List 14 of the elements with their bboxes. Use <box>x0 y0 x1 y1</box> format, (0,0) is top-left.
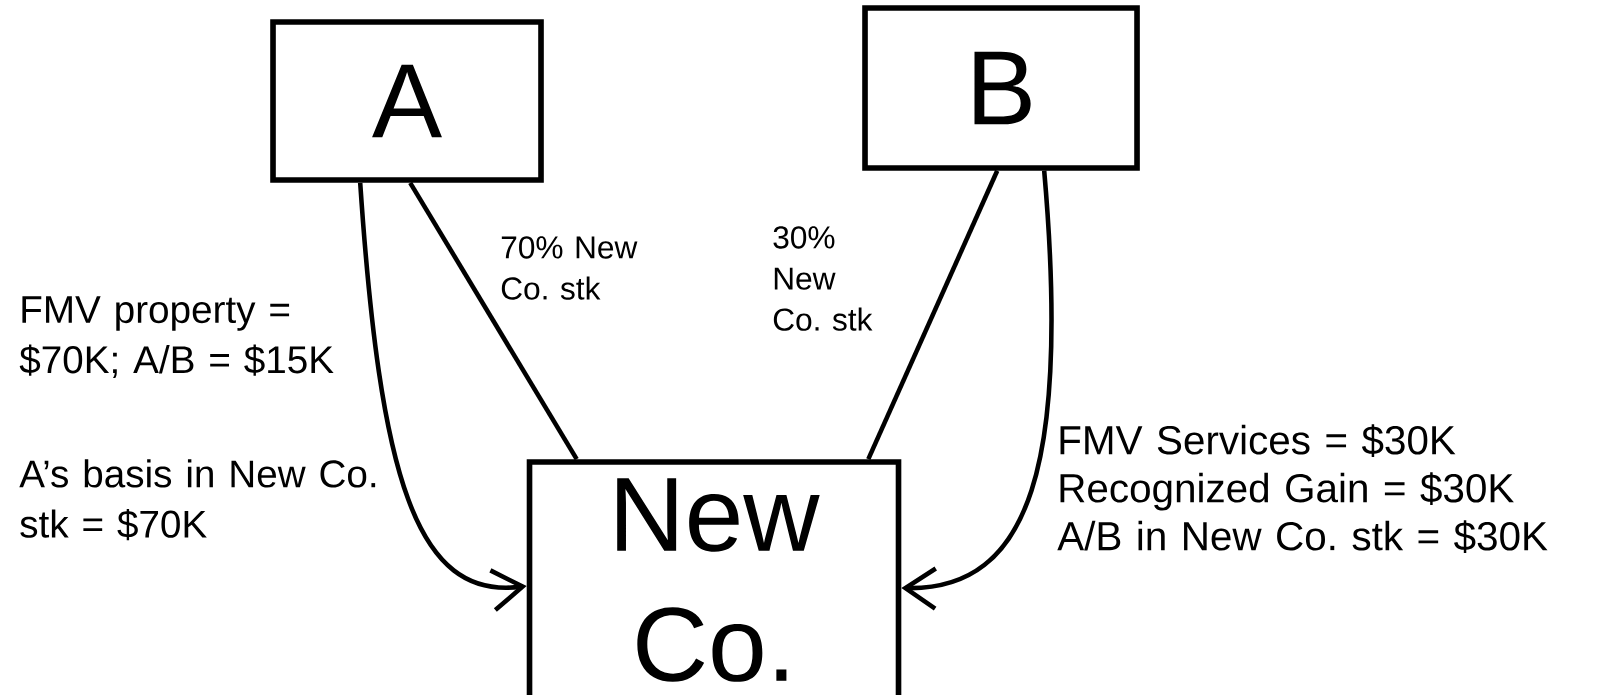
note-text: FMV Services = $30K <box>1060 424 1456 457</box>
arrow <box>357 182 527 612</box>
edge-label: 70% New Co. stk <box>501 236 638 300</box>
note-text: Recognized Gain = $30K <box>1060 472 1514 511</box>
note-text: A’s basis in New Co. stk = $70K <box>19 459 376 541</box>
entity-box: A <box>270 19 544 183</box>
connector-line <box>866 169 1000 461</box>
entity-box: New Co. <box>526 459 902 695</box>
edge-label: 30% New Co. stk <box>773 226 873 331</box>
entity-box: B <box>862 5 1140 171</box>
arrow <box>901 170 1054 611</box>
connector-line <box>408 181 579 461</box>
note-text: A/B in New Co. stk = $30K <box>1057 520 1548 553</box>
edge-label: FMV property = $70K; A/B = $15K <box>19 296 334 379</box>
